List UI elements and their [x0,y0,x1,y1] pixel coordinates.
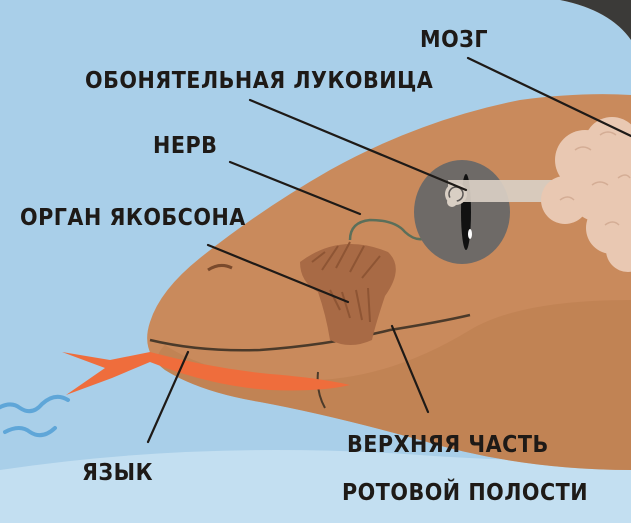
eye [414,160,510,264]
label-olfactory-bulb: ОБОНЯТЕЛЬНАЯ ЛУКОВИЦА [85,68,433,94]
label-nerve: НЕРВ [153,133,217,159]
label-upper-mouth-line1: ВЕРХНЯЯ ЧАСТЬ [347,432,549,458]
label-upper-mouth-line2: РОТОВОЙ ПОЛОСТИ [342,478,588,506]
label-jacobson-organ: ОРГАН ЯКОБСОНА [20,205,246,231]
label-tongue: ЯЗЫК [82,460,153,486]
label-brain: МОЗГ [420,27,488,53]
